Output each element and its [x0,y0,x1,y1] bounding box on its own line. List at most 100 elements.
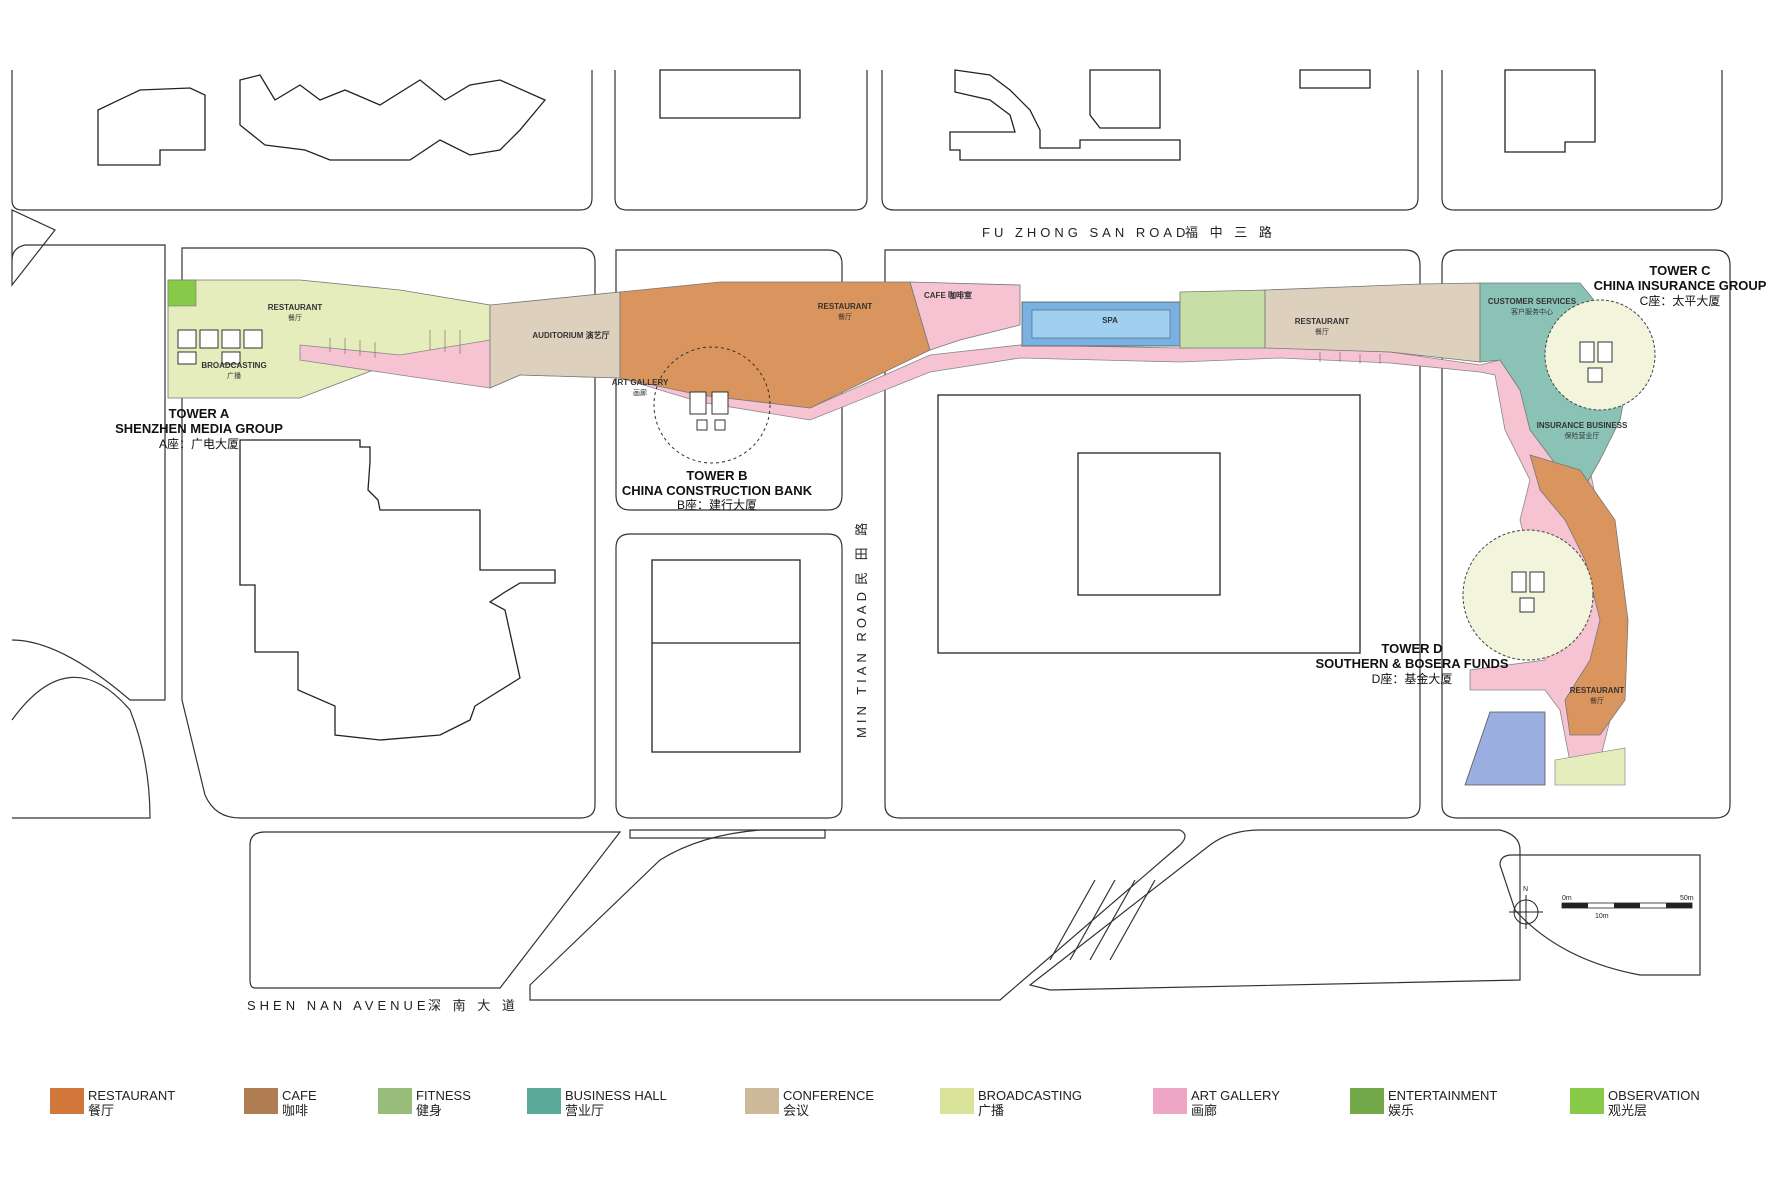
label-auditorium: AUDITORIUM 演艺厅 [532,330,609,340]
label-insurance-business-cn: 保险营业厅 [1565,431,1600,440]
legend-swatch [527,1088,561,1114]
north-arrow: N [1509,886,1543,929]
legend-swatch [1153,1088,1187,1114]
block-left-diag [11,209,56,287]
road-fu-zhong: FU ZHONG SAN ROAD [982,225,1189,240]
building-outline-3 [659,69,801,119]
legend-label-en: BROADCASTING [978,1088,1083,1103]
legend-swatch [50,1088,84,1114]
legend-label-cn: 娱乐 [1388,1103,1415,1118]
label-restaurant-a-cn: 餐厅 [288,313,302,322]
legend-label-en: CONFERENCE [783,1088,875,1103]
legend-label-cn: 画廊 [1191,1103,1218,1118]
zone-plaza-green [1554,747,1626,786]
legend-label-cn: 观光层 [1608,1103,1648,1118]
building-outline-6 [1299,69,1371,89]
block-b2-outline [651,559,801,753]
room-labels: RESTAURANT 餐厅 BROADCASTING 广播 AUDITORIUM… [201,290,1628,705]
tower-a-title: TOWER A [169,406,230,421]
block-bottom-1 [249,831,622,989]
tower-d-circle [1462,529,1594,661]
building-outline-4 [949,69,1181,161]
label-restaurant-c-cn: 餐厅 [1315,327,1329,336]
surrounding-buildings [97,69,1596,753]
label-spa: SPA [1102,316,1118,325]
tower-labels: TOWER A SHENZHEN MEDIA GROUP A座：广电大厦 TOW… [115,263,1767,686]
label-art-gallery: ART GALLERY [612,378,669,387]
block-top-1 [11,70,593,211]
north-label: N [1523,886,1528,893]
legend-swatch [378,1088,412,1114]
scale-start: 0m [1562,895,1572,902]
legend-label-en: RESTAURANT [88,1088,176,1103]
tower-b-name: CHINA CONSTRUCTION BANK [622,483,813,498]
label-art-gallery-cn: 画廊 [633,388,647,397]
zone-restaurant-b [619,281,931,409]
road-shen-nan-cn: 深 南 大 道 [428,998,519,1013]
block-mid-b [615,249,843,511]
block-bottom-4 [1499,854,1701,976]
city-blocks [11,70,1731,1001]
tower-b-circle [653,346,771,464]
road-median [629,829,826,839]
zone-observation-a [167,279,197,307]
label-customer-services: CUSTOMER SERVICES [1488,297,1577,306]
tower-c-name: CHINA INSURANCE GROUP [1594,278,1767,293]
building-outline-1 [97,87,206,166]
label-restaurant-d-cn: 餐厅 [1590,696,1604,705]
zone-gallery-link [299,339,1621,763]
building-outline-large [239,439,556,741]
legend-swatch [244,1088,278,1114]
block-mid-right [1441,249,1731,819]
label-cafe: CAFE 咖啡室 [924,290,972,300]
tower-d-cn: D座：基金大厦 [1372,671,1453,686]
block-top-4 [1441,70,1723,211]
legend-label-en: BUSINESS HALL [565,1088,667,1103]
road-shen-nan: SHEN NAN AVENUE [247,998,430,1013]
tower-a-cores [177,329,263,365]
road-labels: FU ZHONG SAN ROAD 福 中 三 路 SHEN NAN AVENU… [247,225,1272,1013]
road-min-tian: MIN TIAN ROAD [854,588,869,738]
legend-label-cn: 餐厅 [88,1103,115,1118]
tower-d-cores [1511,571,1545,613]
tower-c-cores [1579,341,1613,383]
block-left-bottom [11,676,151,819]
scale-mid: 10m [1595,913,1609,920]
tower-c-title: TOWER C [1649,263,1711,278]
legend-label-cn: 咖啡 [282,1103,309,1118]
tower-b-title: TOWER B [686,468,747,483]
zone-entertainment-c [1179,289,1266,349]
scale-bar: 0m 50m 10m [1561,895,1694,920]
stair-hatching [329,330,1381,364]
label-restaurant-c: RESTAURANT [1295,317,1350,326]
block-left-edge [11,244,166,701]
zone-auditorium [489,291,621,389]
label-restaurant-b-cn: 餐厅 [838,312,852,321]
label-broadcasting-cn: 广播 [227,371,241,380]
label-restaurant-a: RESTAURANT [268,303,323,312]
crossing-stripes [1049,879,1156,961]
legend-label-cn: 广播 [978,1103,1005,1118]
legend-label-cn: 健身 [416,1103,443,1118]
podium [167,279,1656,786]
spa-pool [1031,309,1171,339]
block-mid-center [884,249,1421,819]
legend-swatch [1350,1088,1384,1114]
tower-a-cn: A座：广电大厦 [159,436,239,451]
block-center-inner [1077,452,1221,596]
legend-label-en: CAFE [282,1088,317,1103]
legend-label-cn: 营业厅 [565,1103,605,1118]
